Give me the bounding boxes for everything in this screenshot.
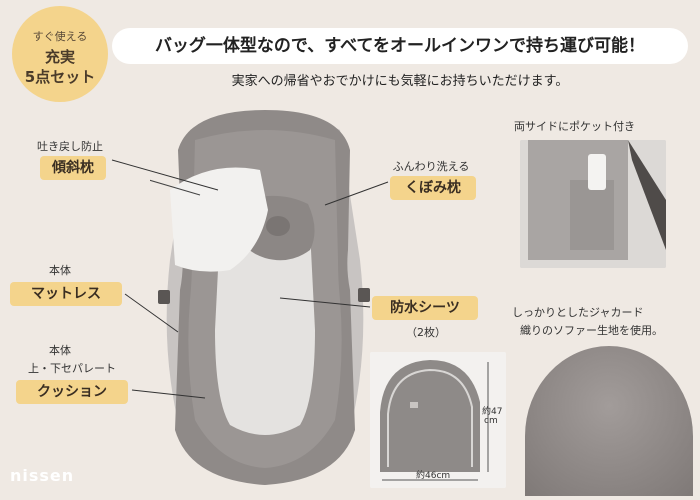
fabric-photo bbox=[525, 346, 693, 496]
bag-body bbox=[380, 360, 480, 472]
subheadline: 実家への帰省やおでかけにも気軽にお持ちいただけます。 bbox=[231, 74, 569, 89]
baby-bed-illustration bbox=[150, 110, 370, 485]
badge-line1: すぐ使える bbox=[32, 30, 88, 43]
tilt-pillow-note: 吐き戻し防止 bbox=[37, 140, 103, 153]
dimple-pillow-note: ふんわり洗える bbox=[392, 160, 470, 173]
bag-width-value: 約46cm bbox=[416, 471, 451, 481]
bag-height-value: 約47 bbox=[482, 407, 503, 417]
mattress-sheet bbox=[215, 220, 315, 435]
fabric-caption-line1: しっかりとしたジャカード bbox=[512, 306, 644, 319]
cushion-note1: 本体 bbox=[49, 344, 71, 357]
nissen-logo: nissen bbox=[10, 466, 75, 485]
dimple-pillow-label: くぼみ枕 bbox=[390, 176, 476, 200]
mattress-label: マットレス bbox=[10, 282, 122, 306]
right-clip bbox=[358, 288, 370, 302]
cushion-label: クッション bbox=[16, 380, 128, 404]
set-badge: すぐ使える 充実 5点セット bbox=[12, 6, 108, 102]
left-clip bbox=[158, 290, 170, 304]
pocket-photo bbox=[520, 140, 666, 268]
tilt-pillow-label: 傾斜枕 bbox=[40, 156, 106, 180]
cushion-note2: 上・下セパレート bbox=[28, 362, 116, 375]
pocket-caption: 両サイドにポケット付き bbox=[514, 120, 635, 133]
dimple-pillow-hole bbox=[266, 216, 290, 236]
badge-line3: 5点セット bbox=[24, 68, 96, 86]
waterproof-sheet-qty: （2枚） bbox=[406, 326, 446, 339]
bag-size-photo: 約47 cm 約46cm bbox=[370, 352, 506, 488]
headline: バッグ一体型なので、すべてをオールインワンで持ち運び可能！ bbox=[112, 28, 688, 64]
waterproof-sheet-label: 防水シーツ bbox=[372, 296, 478, 320]
badge-line2: 充実 bbox=[44, 48, 75, 66]
bag-height-unit: cm bbox=[484, 416, 498, 426]
fabric-caption-line2: 織りのソファー生地を使用。 bbox=[520, 324, 663, 337]
mattress-note: 本体 bbox=[49, 264, 71, 277]
